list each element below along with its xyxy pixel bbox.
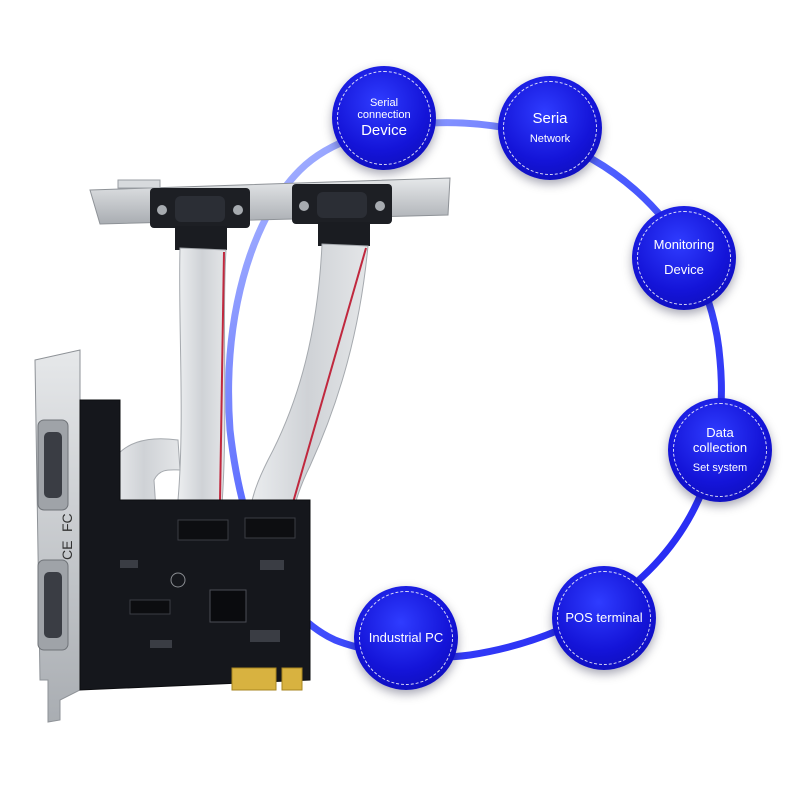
badge-label: Device (664, 262, 704, 277)
badge-label: connection (357, 109, 411, 122)
badge-monitoring-device: Monitoring Device (632, 206, 736, 310)
badge-label: Industrial PC (368, 629, 444, 645)
badge-data-collection: Data collection Set system (668, 398, 772, 502)
badge-label: Set system (692, 461, 748, 474)
svg-text:CE: CE (59, 541, 75, 560)
badge-serial-connection-device: Serial connection Device (332, 66, 436, 170)
pcb-board (79, 399, 311, 691)
main-bracket: FC CE (34, 349, 81, 723)
upper-bracket (89, 177, 451, 250)
badge-label: Data (706, 424, 734, 440)
badge-seria-network: Seria Network (498, 76, 602, 180)
badge-label: Network (529, 133, 571, 146)
badge-industrial-pc: Industrial PC (354, 586, 458, 690)
badge-label: POS terminal (565, 609, 643, 625)
badge-label: Seria (532, 110, 568, 128)
badge-label: Serial (369, 96, 399, 109)
badge-pos-terminal: POS terminal (552, 566, 656, 670)
badge-label: Device (361, 122, 407, 140)
badge-label: Monitoring (653, 237, 715, 253)
svg-text:FC: FC (59, 513, 75, 532)
badge-label: collection (692, 439, 748, 455)
